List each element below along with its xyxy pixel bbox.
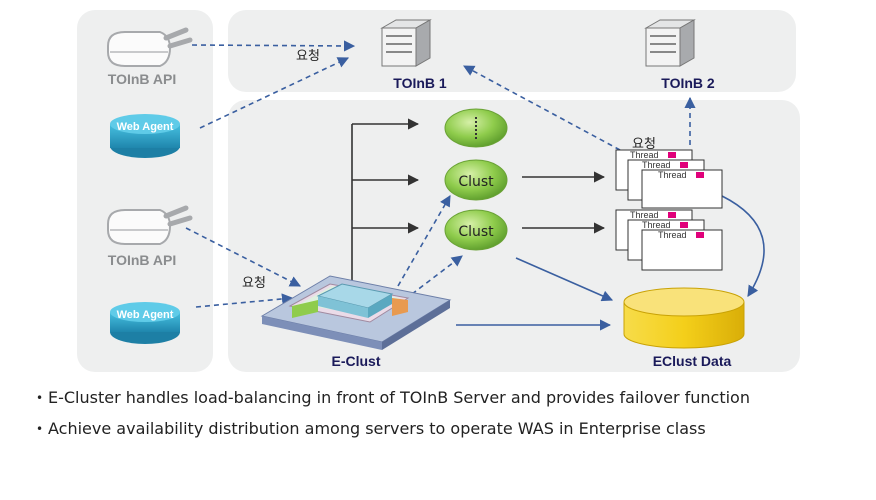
api-label-top: TOInB API [108, 71, 176, 87]
request-label-bottom: 요청 [242, 276, 266, 291]
thread-label-1a: Thread [630, 150, 659, 160]
bullet-dot-icon: • [36, 422, 44, 436]
server-icon-1 [380, 19, 432, 67]
thread-label-2b: Thread [642, 220, 671, 230]
request-label-threads: 요청 [632, 137, 656, 152]
cluster-node-1 [444, 159, 508, 201]
thread-label-1b: Thread [642, 160, 671, 170]
api-plug-icon-top [107, 27, 193, 67]
eclust-label: E-Clust [332, 353, 381, 369]
cluster-node-label-1: Clust [458, 174, 494, 190]
data-arrows [456, 195, 765, 331]
web-agent-label-top: Web Agent [117, 121, 174, 133]
architecture-diagram: TOInB API Web Agent TOInB API Web Agent … [77, 10, 800, 372]
request-arrows [185, 40, 696, 308]
distribution-lines [351, 118, 606, 296]
web-agent-icon-bottom [110, 302, 180, 344]
bullet-item: • E-Cluster handles load-balancing in fro… [36, 386, 750, 417]
bullet-dot-icon: • [36, 391, 44, 405]
web-agent-icon-top [110, 114, 180, 158]
thread-label-2a: Thread [630, 210, 659, 220]
thread-label-1c: Thread [658, 170, 687, 180]
cluster-node-label-2: Clust [458, 224, 494, 240]
thread-stack-2 [615, 209, 723, 271]
thread-stack-1 [615, 149, 723, 209]
api-label-bottom: TOInB API [108, 252, 176, 268]
cluster-node-2 [444, 209, 508, 251]
feature-bullets: • E-Cluster handles load-balancing in fro… [36, 386, 750, 448]
clients-panel [77, 10, 213, 372]
bullet-text: Achieve availability distribution among … [48, 419, 706, 438]
api-plug-icon-bottom [107, 205, 193, 245]
database-icon [623, 287, 745, 349]
bullet-text: E-Cluster handles load-balancing in fron… [48, 388, 750, 407]
bullet-item: • Achieve availability distribution among… [36, 417, 750, 448]
server-label-2: TOInB 2 [661, 75, 715, 91]
server-icon-2 [644, 19, 696, 67]
eclust-platform-icon [260, 275, 452, 350]
database-label: EClust Data [653, 353, 732, 369]
cluster-node-ellipsis [444, 108, 508, 148]
thread-label-2c: Thread [658, 230, 687, 240]
web-agent-label-bottom: Web Agent [117, 309, 174, 321]
request-label-top: 요청 [296, 49, 320, 64]
server-label-1: TOInB 1 [393, 75, 447, 91]
